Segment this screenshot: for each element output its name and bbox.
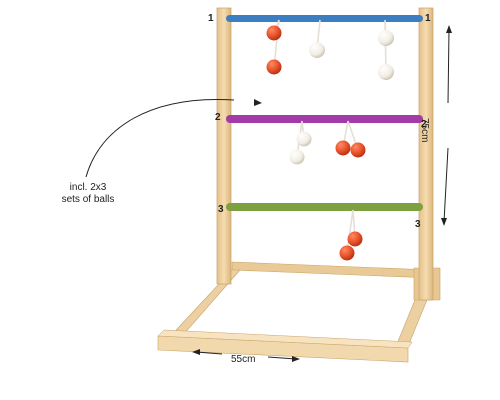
red-ball: [350, 142, 366, 158]
red-ball: [339, 245, 355, 261]
white-ball: [289, 149, 305, 165]
rung-2: [226, 115, 423, 123]
height-label: 75cm: [419, 118, 430, 143]
white-ball: [309, 42, 325, 58]
base-back-rail: [231, 261, 433, 279]
rung-1: [226, 15, 423, 22]
white-ball: [378, 64, 394, 80]
left-post: [216, 7, 232, 285]
height-dimension-line: [441, 25, 452, 226]
red-ball: [266, 25, 282, 41]
red-ball: [266, 59, 282, 75]
annotation-arrowhead: [254, 99, 262, 106]
balls-included-note: incl. 2x3 sets of balls: [48, 182, 128, 206]
bola-strings: [273, 19, 387, 253]
note-line-1: incl. 2x3: [69, 182, 107, 193]
width-dimension-line: [192, 349, 300, 362]
width-label: 55cm: [231, 354, 256, 365]
rung-3-right-number: 3: [415, 219, 421, 230]
rung-3: [226, 203, 423, 211]
red-ball: [347, 231, 363, 247]
rung-3-left-number: 3: [218, 204, 224, 215]
rung-1-left-number: 1: [208, 13, 214, 24]
note-line-2: sets of balls: [61, 194, 115, 205]
base-front-rail-top: [157, 329, 413, 349]
right-post: [418, 7, 434, 301]
rung-2-right-number: 2: [421, 119, 427, 130]
annotation-leader-line: [85, 99, 235, 178]
rung-2-left-number: 2: [215, 112, 221, 123]
white-ball: [296, 131, 312, 147]
rung-1-right-number: 1: [425, 13, 431, 24]
red-ball: [335, 140, 351, 156]
bola-balls: [266, 25, 394, 261]
white-ball: [378, 30, 394, 46]
base-frame: [157, 261, 441, 363]
